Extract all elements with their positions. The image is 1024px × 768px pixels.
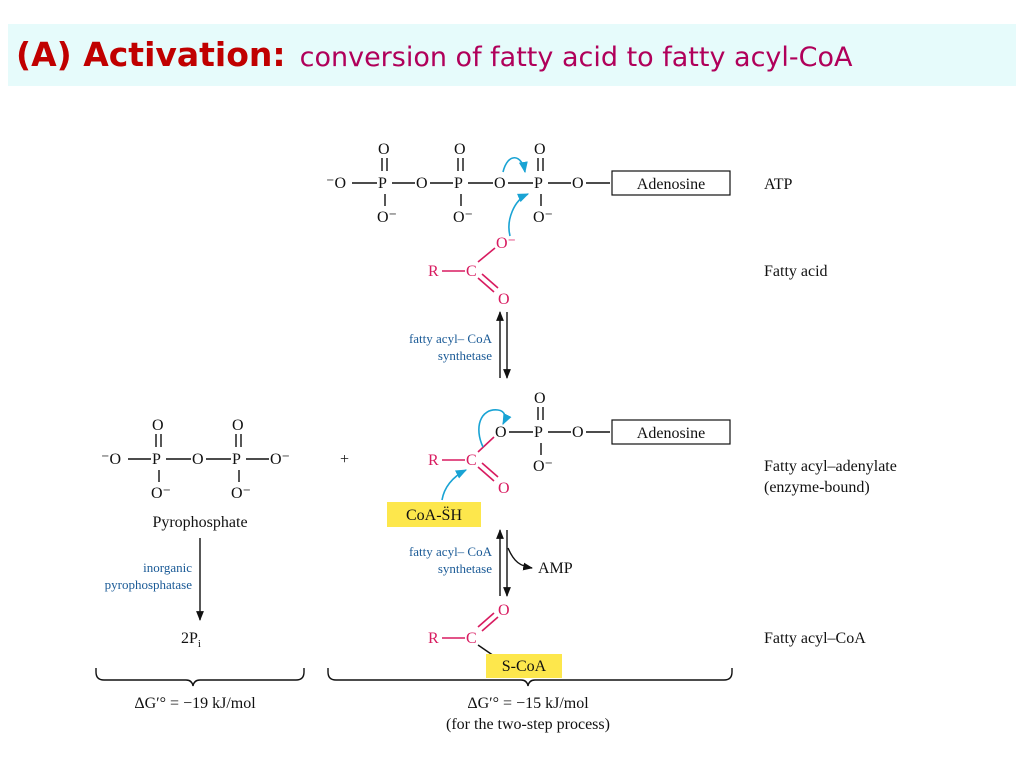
slide-title: (A) Activation: conversion of fatty acid …: [16, 30, 853, 80]
atp-oxo-2: O: [454, 141, 466, 158]
coash-highlight: [387, 502, 481, 527]
adenylate-carbonyl-oxygen: O: [498, 480, 510, 497]
pyrophosphate-label: Pyrophosphate: [152, 514, 247, 531]
atp-anion-1: O⁻: [377, 209, 397, 226]
ppi-anion-1: O⁻: [151, 485, 171, 502]
left-brace: [95, 668, 305, 687]
title-banner: [8, 24, 1016, 86]
scoa-highlight: [486, 654, 562, 678]
fatty-acid-r-group: R: [428, 263, 439, 280]
equilibrium-arrows-step-1: [496, 311, 511, 379]
adenylate-carbon: C: [466, 452, 477, 469]
ppi-phosphorus-2: P: [232, 451, 241, 468]
atp-label: ATP: [764, 176, 793, 193]
pyrophosphate-molecule: ⁻O P O P O⁻ O O O⁻ O⁻: [101, 417, 290, 502]
acyl-coa-r-group: R: [428, 630, 439, 647]
thiol-attack-arrow: [441, 469, 468, 501]
pyrophosphatase-label-line-2: pyrophosphatase: [105, 577, 193, 592]
adenylate-phosphorus: P: [534, 424, 543, 441]
atp-adenosine-box: [611, 170, 731, 196]
right-brace: [327, 668, 733, 687]
free-energy-note: (for the two-step process): [446, 716, 610, 733]
atp-oxo-3: O: [534, 141, 546, 158]
ppi-phosphorus-1: P: [152, 451, 161, 468]
ppi-anion-oxygen-left: ⁻O: [101, 451, 121, 468]
atp-phosphorus-3: P: [534, 175, 543, 192]
two-phosphate-product: 2Pi: [181, 630, 201, 650]
adenylate-bridge-oxygen: O: [495, 424, 507, 441]
pyrophosphatase-label-line-1: inorganic: [143, 560, 192, 575]
enzyme-label-step-2-line-2: synthetase: [438, 561, 492, 576]
coenzyme-a-thiol: CoA-S̈H: [406, 506, 462, 524]
adenylate-adenosine: Adenosine: [637, 425, 705, 442]
acyl-coa-carbon: C: [466, 630, 477, 647]
atp-molecule: ⁻O P O P O P O Adenosine O O O O⁻ O⁻ O⁻: [326, 141, 731, 226]
enzyme-label-step-1-line-1: fatty acyl– CoA: [409, 331, 493, 346]
atp-phosphorus-1: P: [378, 175, 387, 192]
ppi-anion-2: O⁻: [231, 485, 251, 502]
atp-anion-2: O⁻: [453, 209, 473, 226]
fatty-acid-molecule: R C O⁻ O: [428, 235, 516, 308]
ppi-anion-oxygen-right: O⁻: [270, 451, 290, 468]
free-energy-left: ΔG′° = −19 kJ/mol: [134, 695, 256, 712]
atp-bridge-oxygen-2: O: [494, 175, 506, 192]
adenylate-label-line-1: Fatty acyl–adenylate: [764, 458, 897, 475]
atp-phosphorus-2: P: [454, 175, 463, 192]
fatty-acid-carbon: C: [466, 263, 477, 280]
thioester-scoa: S-CoA: [502, 658, 547, 675]
ppi-oxo-1: O: [152, 417, 164, 434]
atp-anion-oxygen: ⁻O: [326, 175, 346, 192]
fatty-acid-label: Fatty acid: [764, 263, 828, 280]
leaving-group-arrow: [478, 409, 512, 448]
adenylate-ester-oxygen: O: [572, 424, 584, 441]
free-energy-right: ΔG′° = −15 kJ/mol: [467, 695, 589, 712]
plus-sign: +: [340, 451, 349, 468]
atp-anion-3: O⁻: [533, 209, 553, 226]
title-rest: conversion of fatty acid to fatty acyl-C…: [299, 42, 853, 73]
enzyme-label-step-1-line-2: synthetase: [438, 348, 492, 363]
equilibrium-arrows-step-2: [496, 529, 533, 597]
title-lead: (A) Activation:: [16, 35, 286, 74]
enzyme-label-step-2-line-1: fatty acyl– CoA: [409, 544, 493, 559]
atp-bridge-oxygen-1: O: [416, 175, 428, 192]
ppi-oxo-2: O: [232, 417, 244, 434]
fatty-acid-anion-oxygen: O⁻: [496, 235, 516, 252]
adenylate-anion: O⁻: [533, 458, 553, 475]
adenylate-label-line-2: (enzyme-bound): [764, 479, 870, 496]
atp-adenosine: Adenosine: [637, 176, 705, 193]
amp-byproduct: AMP: [538, 560, 573, 577]
atp-oxo-1: O: [378, 141, 390, 158]
fatty-acyl-adenylate-molecule: R C O O P O O O⁻ Adenosine: [428, 390, 731, 497]
acyl-coa-carbonyl-oxygen: O: [498, 602, 510, 619]
adenylate-oxo: O: [534, 390, 546, 407]
electron-push-arrow: [502, 156, 528, 174]
nucleophilic-attack-arrow: [508, 193, 530, 237]
atp-bridge-oxygen-3: O: [572, 175, 584, 192]
fatty-acyl-coa-molecule: R C O: [428, 602, 510, 657]
adenylate-adenosine-box: [611, 419, 731, 445]
ppi-bridge-oxygen: O: [192, 451, 204, 468]
fatty-acyl-coa-label: Fatty acyl–CoA: [764, 630, 866, 647]
adenylate-r-group: R: [428, 452, 439, 469]
fatty-acid-carbonyl-oxygen: O: [498, 291, 510, 308]
